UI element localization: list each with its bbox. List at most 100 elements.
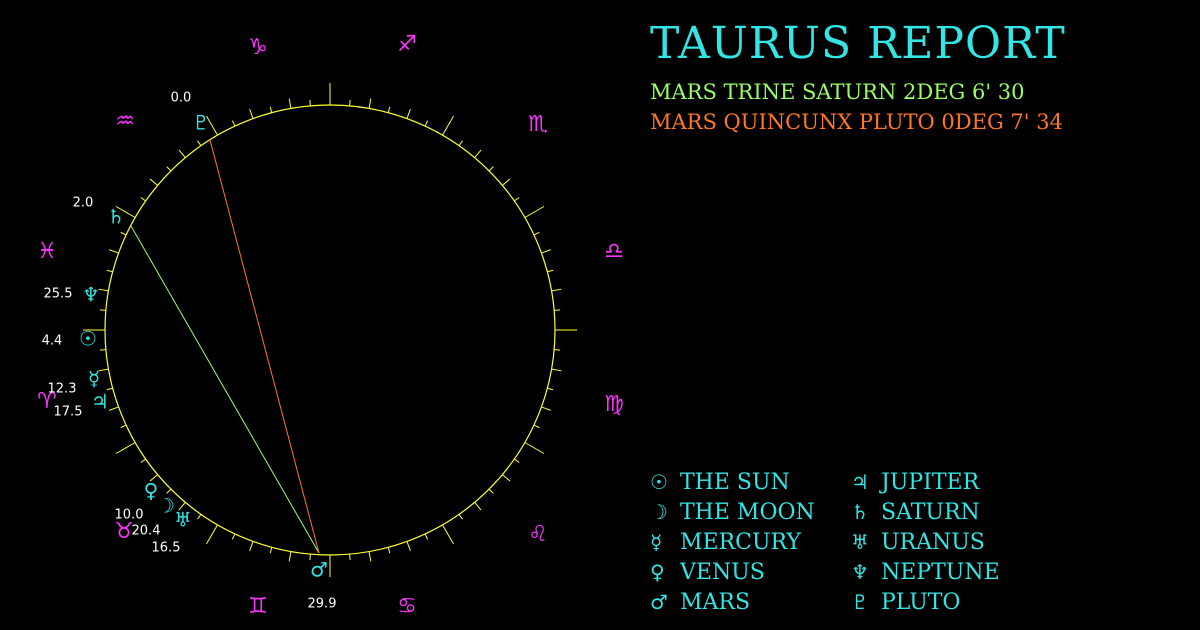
legend-label: JUPITER [881,469,980,495]
wheel-tick [99,349,106,351]
wheel-tick [368,98,372,109]
wheel-tick [551,288,562,292]
wheel-tick [109,249,119,254]
mercury-icon: ☿ [650,530,663,554]
aries-sign-icon: ♈ [37,389,57,414]
uranus-icon: ♅ [174,508,192,532]
legend-label: THE SUN [680,469,790,495]
wheel-tick [309,99,311,106]
wheel-tick [269,106,273,113]
capricorn-sign-icon: ♑ [248,35,268,60]
wheel-tick [166,166,172,172]
legend-item-mercury: ☿ MERCURY [650,527,801,557]
wheel-tick [551,368,562,372]
neptune-icon: ♆ [851,560,869,584]
legend-label: MERCURY [680,529,801,555]
mercury-degree-label: 12.3 [48,382,77,397]
wheel-tick [115,206,136,218]
sun-icon: ☉ [650,470,668,494]
wheel-tick [406,109,411,119]
wheel-tick [197,140,202,146]
wheel-tick [149,178,158,186]
legend-item-saturn: ♄ SATURN [851,497,980,527]
wheel-tick [98,368,109,372]
legend-label: NEPTUNE [881,559,1000,585]
leo-sign-icon: ♌ [528,522,548,547]
wheel-tick [178,502,186,511]
wheel-tick [269,547,273,554]
legend-label: PLUTO [881,589,961,615]
aspect-line-trine [130,225,320,554]
gemini-sign-icon: ♊ [248,594,268,619]
wheel-tick [488,166,494,172]
scorpio-sign-icon: ♏ [528,112,548,137]
wheel-tick [387,106,391,113]
wheel-tick [231,533,236,540]
wheel-tick [474,502,482,511]
pisces-sign-icon: ♓ [37,239,57,264]
wheel-tick [99,309,106,311]
aspect-line-quincunx [209,139,320,554]
legend-item-the-moon: ☽ THE MOON [650,497,815,527]
wheel-tick [149,474,158,482]
saturn-icon: ♄ [851,500,869,524]
pluto-degree-label: 0.0 [171,91,192,106]
wheel-tick [502,474,511,482]
aspect-mars-trine-saturn: MARS TRINE SATURN 2DEG 6' 30 [650,80,1025,104]
mars-icon: ♂ [310,558,328,582]
wheel-tick [140,458,146,463]
uranus-icon: ♅ [851,530,869,554]
legend-label: THE MOON [680,499,815,525]
wheel-tick [115,442,136,454]
legend-label: MARS [680,589,751,615]
wheel-tick [442,524,454,545]
virgo-sign-icon: ♍ [604,392,624,417]
wheel-tick [474,149,482,158]
wheel-tick [231,120,236,127]
wheel-tick [249,109,254,119]
wheel-tick [458,140,463,146]
cancer-sign-icon: ♋ [397,594,417,619]
wheel-tick [98,288,109,292]
wheel-tick [288,98,292,109]
wheel-tick [309,554,311,561]
wheel-tick [349,99,351,106]
legend-item-the-sun: ☉ THE SUN [650,467,790,497]
wheel-tick [368,551,372,562]
jupiter-icon: ♃ [851,470,869,494]
wheel-tick [442,115,454,136]
wheel-tick [387,547,391,554]
legend-item-uranus: ♅URANUS [851,527,985,557]
aquarius-sign-icon: ♒ [115,109,135,134]
neptune-degree-label: 25.5 [44,287,73,302]
wheel-tick [554,349,561,351]
libra-sign-icon: ♎ [604,239,624,264]
wheel-tick [349,554,351,561]
wheel-tick [541,406,551,411]
wheel-tick [140,197,146,202]
wheel-tick [533,424,540,429]
jupiter-degree-label: 17.5 [54,405,83,420]
wheel-tick [458,514,463,520]
wheel-tick [106,269,113,273]
wheel-tick [541,249,551,254]
legend-label: SATURN [881,499,980,525]
wheel-tick [166,488,172,494]
sun-icon: ☉ [79,327,97,351]
wheel-tick [206,524,218,545]
legend-label: VENUS [680,559,765,585]
wheel-tick [547,269,554,273]
wheel-tick [533,231,540,236]
mercury-icon: ☿ [88,367,100,391]
wheel-tick [547,387,554,391]
wheel-tick [120,424,127,429]
wheel-tick [120,231,127,236]
wheel-tick [406,541,411,551]
legend-item-neptune: ♆ NEPTUNE [851,557,1000,587]
venus-icon: ♀ [144,479,159,503]
pluto-icon: ♇ [851,590,869,614]
uranus-degree-label: 16.5 [152,541,181,556]
venus-degree-label: 10.0 [115,508,144,523]
moon-icon: ☽ [650,500,668,524]
wheel-tick [554,309,561,311]
